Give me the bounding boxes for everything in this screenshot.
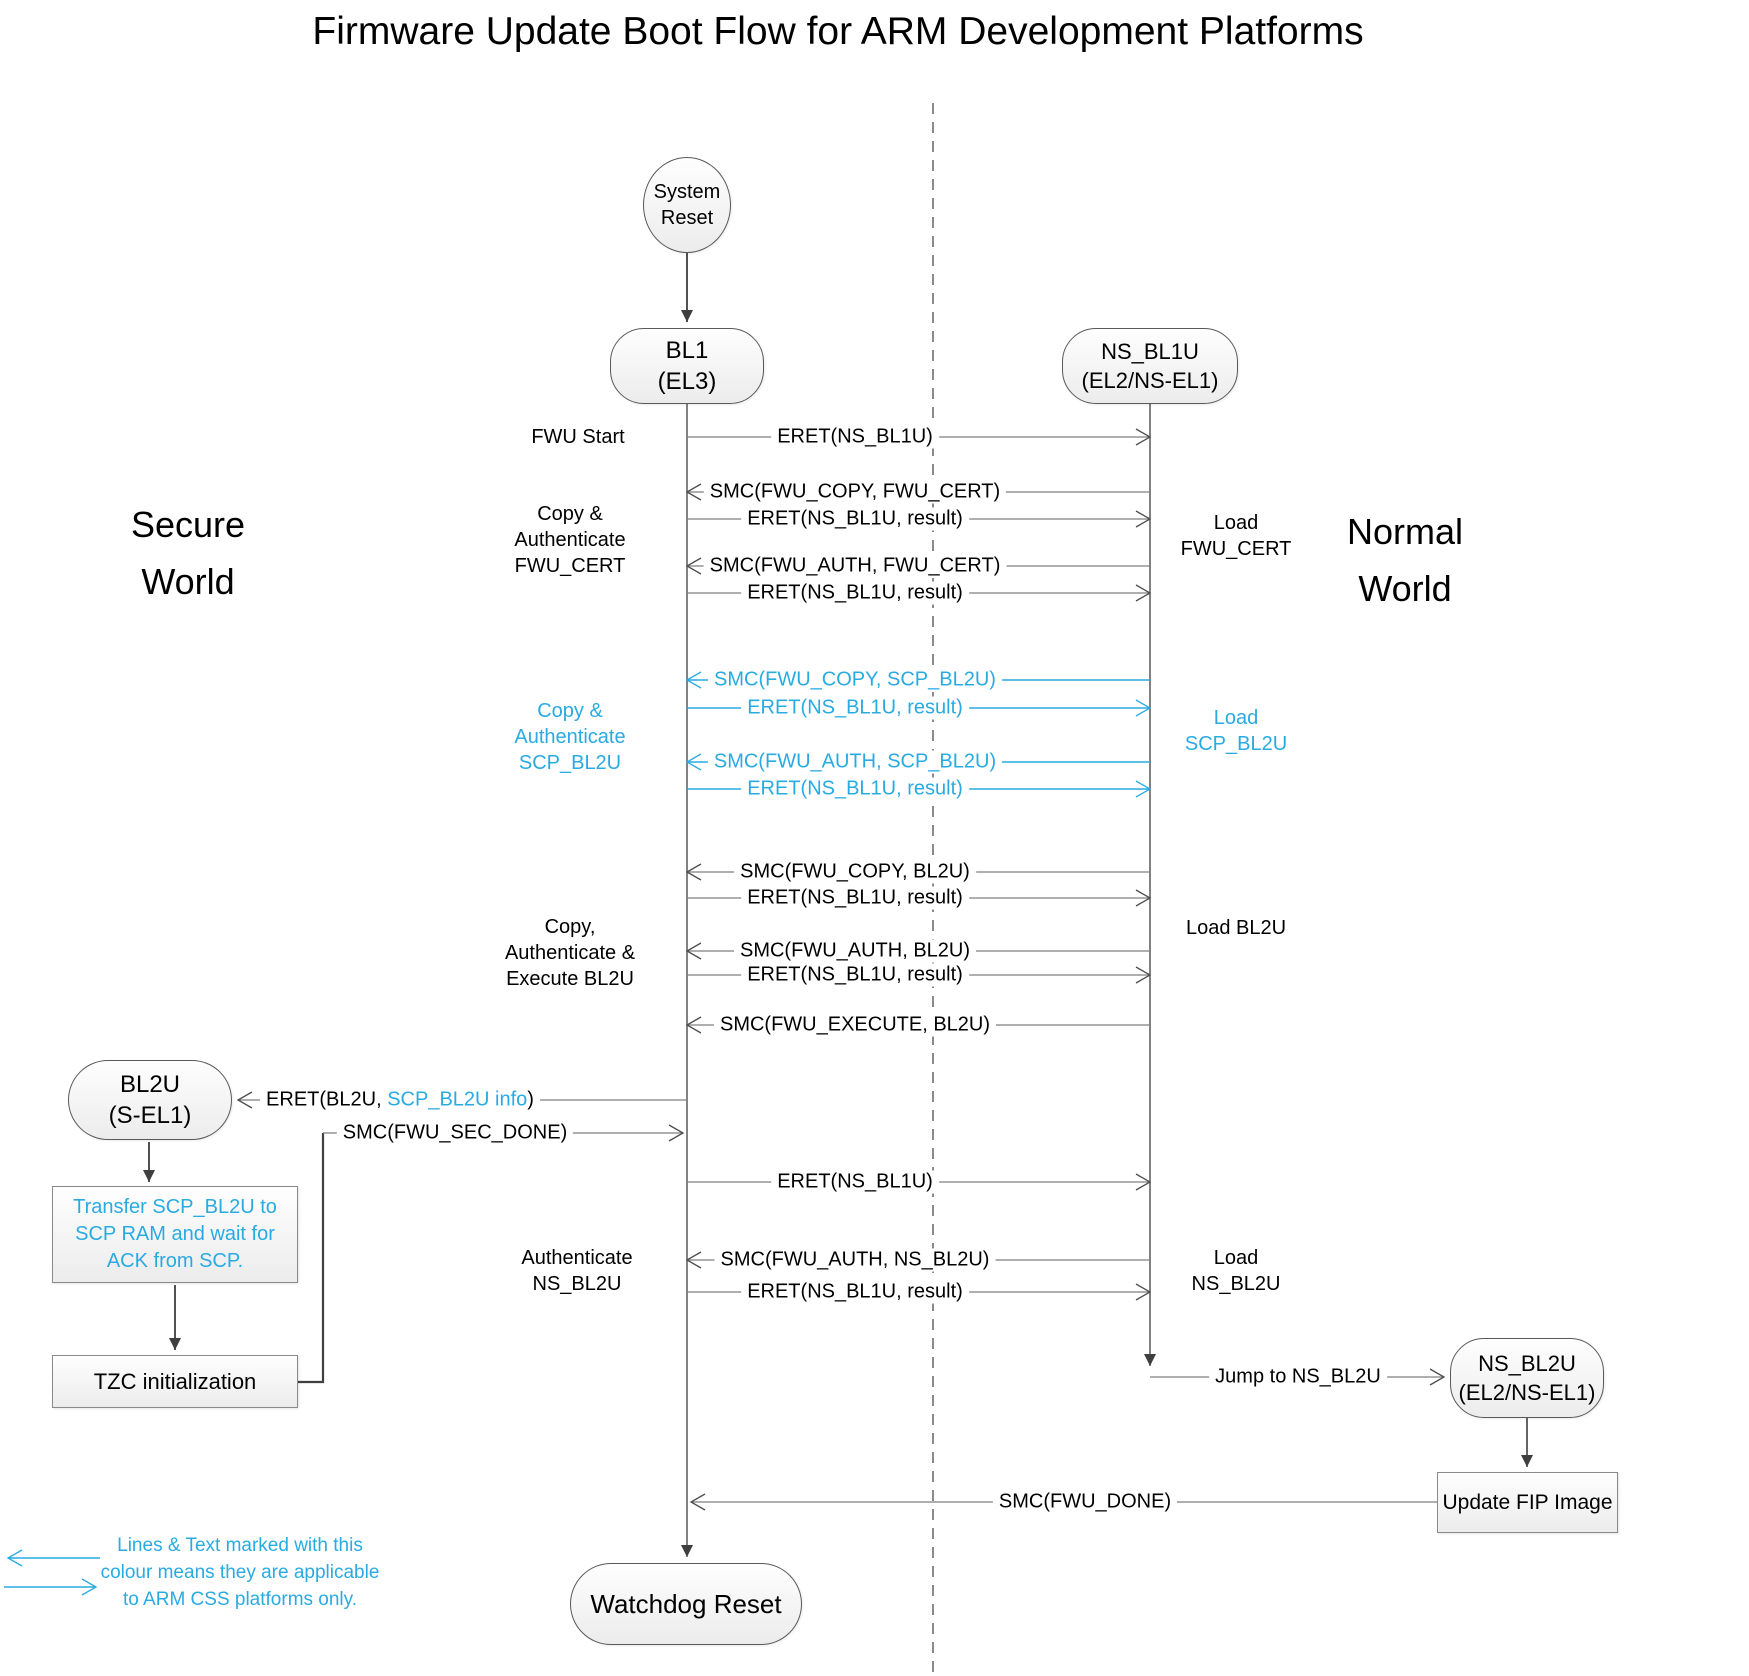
msg-smc-auth-scp-bl2u: SMC(FWU_AUTH, SCP_BL2U): [707, 750, 1003, 774]
msg-eret-result-6: ERET(NS_BL1U, result): [741, 963, 969, 987]
msg-eret-result-2: ERET(NS_BL1U, result): [741, 581, 969, 605]
msg-eret-result-5: ERET(NS_BL1U, result): [741, 886, 969, 910]
msg-eret-ns-bl1u-2: ERET(NS_BL1U): [771, 1170, 939, 1194]
msg-smc-fwu-done: SMC(FWU_DONE): [992, 1490, 1178, 1514]
msg-smc-fwu-sec-done: SMC(FWU_SEC_DONE): [336, 1121, 574, 1145]
normal-world-label: Normal World: [1346, 511, 1464, 609]
msg-smc-copy-bl2u: SMC(FWU_COPY, BL2U): [734, 860, 976, 884]
node-tzc-initialization: TZC initialization: [52, 1355, 298, 1408]
msg-eret-bl2u-scp-info: ERET(BL2U, SCP_BL2U info): [260, 1088, 540, 1112]
label-load-fwu-cert: Load FWU_CERT: [1180, 512, 1292, 560]
msg-smc-copy-fwu-cert: SMC(FWU_COPY, FWU_CERT): [703, 480, 1007, 504]
msg-smc-copy-scp-bl2u: SMC(FWU_COPY, SCP_BL2U): [708, 668, 1002, 692]
node-ns-bl2u: NS_BL2U (EL2/NS-EL1): [1450, 1338, 1604, 1418]
msg-smc-auth-ns-bl2u: SMC(FWU_AUTH, NS_BL2U): [714, 1248, 996, 1272]
label-fwu-start: FWU Start: [531, 426, 625, 448]
label-copy-auth-fwu-cert: Copy & Authenticate FWU_CERT: [514, 503, 626, 577]
label-authenticate-ns-bl2u: Authenticate NS_BL2U: [521, 1247, 633, 1295]
page-title: Firmware Update Boot Flow for ARM Develo…: [312, 10, 1364, 53]
legend-text: Lines & Text marked with this colour mea…: [100, 1535, 380, 1610]
node-bl1: BL1 (EL3): [610, 328, 764, 404]
msg-eret-ns-bl1u-1: ERET(NS_BL1U): [771, 425, 939, 449]
node-watchdog-reset: Watchdog Reset: [570, 1563, 802, 1645]
label-load-bl2u: Load BL2U: [1185, 917, 1287, 939]
msg-eret-result-1: ERET(NS_BL1U, result): [741, 507, 969, 531]
msg-jump-to-ns-bl2u: Jump to NS_BL2U: [1209, 1365, 1387, 1389]
label-load-ns-bl2u: Load NS_BL2U: [1191, 1247, 1281, 1295]
node-ns-bl1u: NS_BL1U (EL2/NS-EL1): [1062, 328, 1238, 404]
label-copy-auth-scp-bl2u: Copy & Authenticate SCP_BL2U: [514, 700, 626, 774]
msg-eret-result-4: ERET(NS_BL1U, result): [741, 777, 969, 801]
msg-eret-result-3: ERET(NS_BL1U, result): [741, 696, 969, 720]
node-system-reset: System Reset: [643, 157, 731, 253]
node-update-fip-image: Update FIP Image: [1437, 1472, 1618, 1533]
node-bl2u: BL2U (S-EL1): [68, 1060, 232, 1140]
msg-smc-auth-bl2u: SMC(FWU_AUTH, BL2U): [733, 939, 977, 963]
msg-smc-execute-bl2u: SMC(FWU_EXECUTE, BL2U): [713, 1013, 997, 1037]
msg-smc-auth-fwu-cert: SMC(FWU_AUTH, FWU_CERT): [703, 554, 1007, 578]
connector-tzc-to-smc-sec-done: [298, 1133, 325, 1384]
msg-eret-result-7: ERET(NS_BL1U, result): [741, 1280, 969, 1304]
label-load-scp-bl2u: Load SCP_BL2U: [1184, 707, 1288, 755]
label-copy-auth-exec-bl2u: Copy, Authenticate & Execute BL2U: [504, 916, 636, 990]
secure-world-label: Secure World: [130, 504, 246, 602]
node-transfer-scp-bl2u: Transfer SCP_BL2U to SCP RAM and wait fo…: [52, 1186, 298, 1283]
